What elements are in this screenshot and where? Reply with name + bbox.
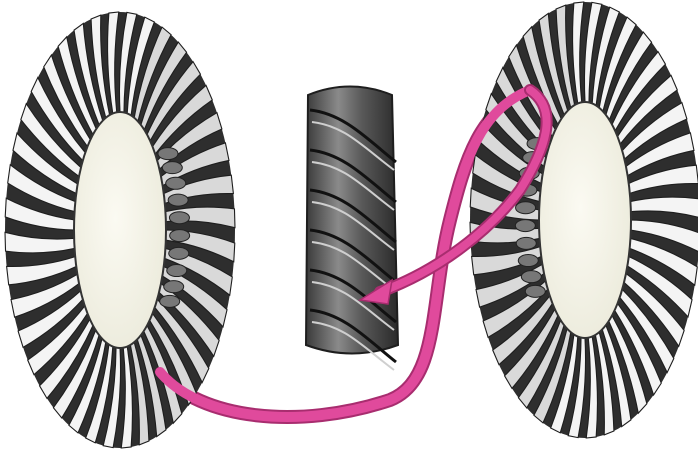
left-impeller-wheel [5, 12, 235, 448]
wheel-inner-cup [168, 194, 188, 206]
right-turbine-wheel [470, 2, 698, 438]
wheel-inner-cup [169, 247, 189, 259]
wheel-inner-cup [515, 220, 535, 232]
wheel-inner-cup [516, 202, 536, 214]
wheel-inner-cup [170, 230, 190, 242]
wheel-inner-cup [169, 212, 189, 224]
wheel-inner-cup [164, 281, 184, 293]
wheel-hub [539, 102, 631, 338]
wheel-inner-cup [167, 265, 187, 277]
wheel-inner-cup [162, 162, 182, 174]
wheel-hub [74, 112, 166, 348]
center-stator [306, 87, 398, 371]
wheel-inner-cup [166, 177, 186, 189]
wheel-inner-cup [516, 237, 536, 249]
wheel-inner-cup [158, 148, 178, 160]
wheel-inner-cup [521, 271, 541, 283]
wheel-inner-cup [160, 295, 180, 307]
wheel-inner-cup [518, 255, 538, 267]
wheel-inner-cup [525, 285, 545, 297]
